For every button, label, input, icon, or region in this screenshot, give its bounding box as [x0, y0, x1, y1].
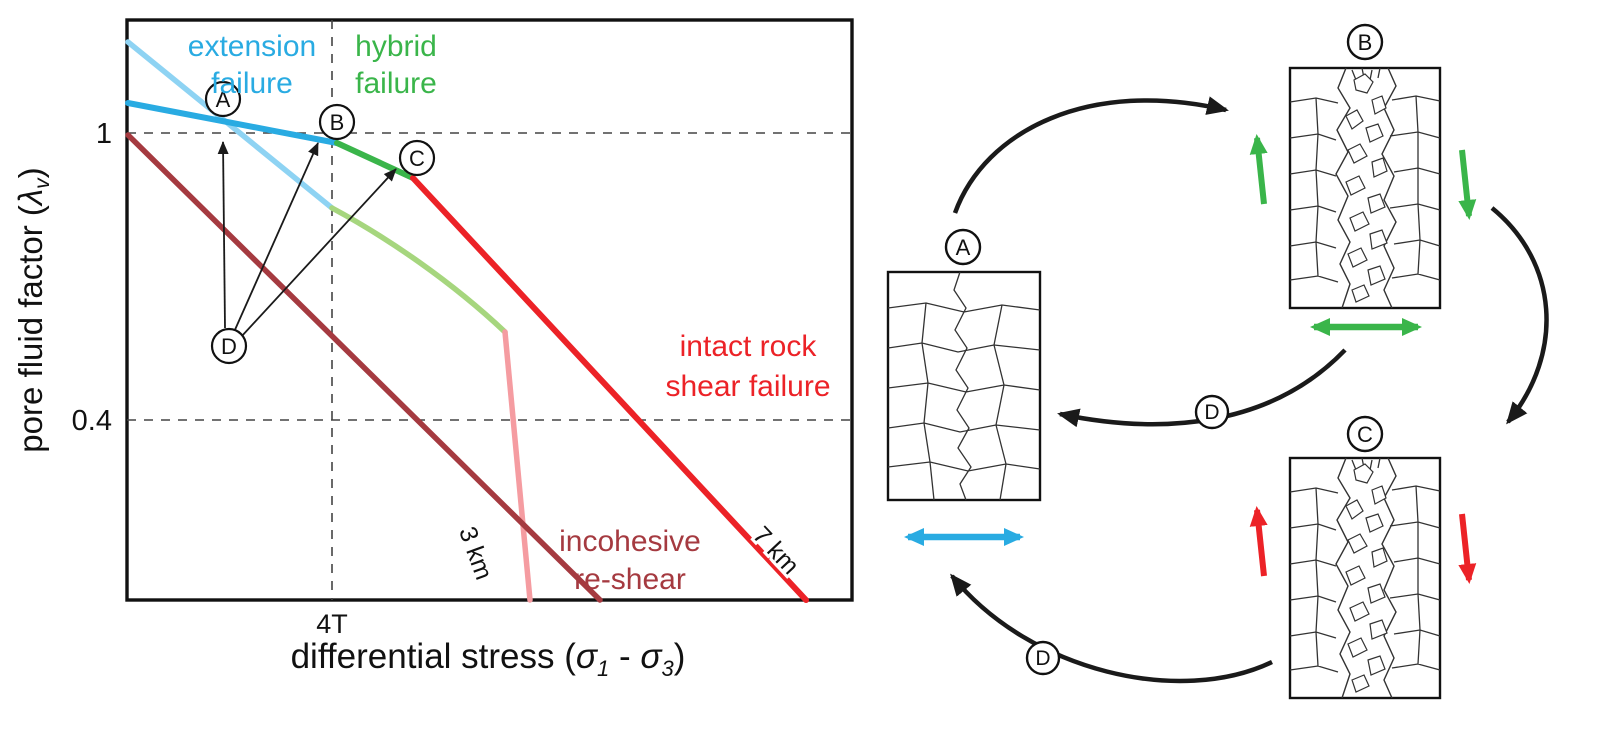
cycle-label-a: A	[944, 228, 982, 266]
shear-arrow-c-right	[1458, 513, 1477, 584]
y-axis-lambda: λ	[12, 189, 49, 207]
arrow-c-to-a-via-d	[950, 573, 1273, 684]
cycle-label-c: C	[1346, 415, 1384, 453]
shear-arrow-c-left	[1249, 506, 1268, 577]
reshear-label-line1: incohesive	[559, 525, 701, 558]
point-d-circle	[210, 327, 248, 365]
y-axis-lambda-sub: v	[31, 177, 54, 189]
point-d: D	[210, 327, 248, 365]
point-d-label: D	[221, 334, 237, 359]
cycle-label-b: B	[1346, 23, 1384, 61]
arrow-b-to-c	[1490, 206, 1549, 425]
point-c-circle	[398, 139, 436, 177]
extension-failure-label-line1: extension	[188, 30, 316, 63]
x-axis-minus: -	[609, 637, 640, 676]
y-tick-0.4: 0.4	[72, 405, 112, 437]
y-axis-title-close: )	[12, 167, 49, 178]
x-axis-title-text: differential stress (	[291, 637, 577, 676]
cycle-c-text: C	[1357, 422, 1373, 447]
point-b-label: B	[330, 110, 345, 135]
rock-texture-c	[1288, 456, 1442, 700]
cycle-d-lower-text: D	[1035, 647, 1050, 670]
y-axis-title: pore fluid factor (λv)	[12, 167, 54, 452]
point-b-circle	[318, 103, 356, 141]
point-a: A	[204, 80, 242, 118]
x-axis-sigma1-sub: 1	[597, 656, 609, 681]
cycle-c-circle	[1346, 415, 1384, 453]
x-tick-4T: 4T	[316, 609, 348, 639]
cycle-a-text: A	[956, 235, 971, 260]
cycle-label-d-upper: D	[1194, 394, 1230, 430]
plot-border	[125, 18, 854, 602]
y-axis-title-text: pore fluid factor (	[12, 205, 49, 453]
hybrid-failure-label-line2: failure	[355, 67, 437, 100]
x-axis-sigma1: σ	[576, 637, 599, 676]
x-axis-sigma3: σ	[640, 637, 663, 676]
incohesive-reshear-line	[125, 132, 603, 603]
failure-mode-plot: A B C D extension failure hybrid failure…	[12, 18, 854, 681]
cycle-a-circle	[944, 228, 982, 266]
intact-shear-label-line1: intact rock	[680, 330, 818, 363]
point-a-label: A	[216, 87, 231, 112]
shear-failure-line-3km	[502, 329, 533, 603]
arrow-d-to-b	[233, 142, 319, 333]
arrow-d-to-c	[240, 168, 397, 338]
cycle-d-upper-text: D	[1204, 401, 1219, 424]
x-axis-title-close: )	[674, 637, 686, 676]
arrow-a-to-b	[952, 96, 1229, 214]
shear-failure-line-7km	[410, 175, 809, 603]
shear-arrow-b-right	[1458, 149, 1477, 220]
x-axis-title: differential stress (σ1 - σ3)	[291, 637, 686, 681]
hybrid-failure-line-3km	[329, 205, 508, 335]
x-axis-sigma3-sub: 3	[661, 656, 674, 681]
reshear-label-line2: re-shear	[574, 563, 686, 596]
extension-failure-line-7km	[125, 100, 340, 146]
cycle-d-lower-circle	[1025, 640, 1061, 676]
rock-cycle-diagram: A B C D D	[886, 23, 1549, 700]
rock-texture-b	[1288, 66, 1442, 310]
hybrid-failure-label-line1: hybrid	[355, 30, 437, 63]
point-a-circle	[204, 80, 242, 118]
point-c: C	[398, 139, 436, 177]
point-c-label: C	[409, 146, 425, 171]
cycle-b-circle	[1346, 23, 1384, 61]
intact-shear-label-line2: shear failure	[665, 370, 830, 403]
arrow-d-to-a	[217, 141, 229, 329]
cycle-b-text: B	[1358, 30, 1373, 55]
point-b: B	[318, 103, 356, 141]
rock-a-grains	[887, 271, 1041, 501]
rock-texture-a	[886, 270, 1042, 502]
extension-failure-label-line2: failure	[211, 67, 293, 100]
hybrid-failure-line-7km	[334, 140, 416, 181]
cycle-d-upper-circle	[1194, 394, 1230, 430]
shear-arrow-b-left	[1249, 134, 1268, 205]
y-tick-1: 1	[96, 118, 112, 150]
cycle-label-d-lower: D	[1025, 640, 1061, 676]
